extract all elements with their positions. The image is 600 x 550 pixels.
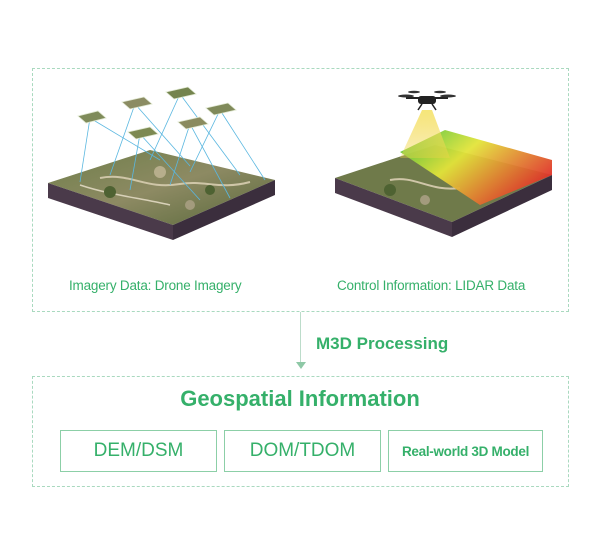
terrain-block-left — [48, 150, 275, 240]
input-data-panel — [32, 68, 569, 312]
imagery-scene — [48, 86, 275, 240]
product-3d-model: Real-world 3D Model — [388, 430, 543, 472]
lidar-scene — [335, 90, 552, 237]
output-title: Geospatial Information — [180, 386, 420, 411]
product-dom-tdom: DOM/TDOM — [224, 430, 381, 472]
projection-rays — [79, 93, 266, 201]
lidar-caption: Control Information: LIDAR Data — [337, 278, 526, 293]
output-panel — [32, 376, 569, 487]
imagery-caption: Imagery Data: Drone Imagery — [69, 278, 242, 293]
drone-icon — [398, 90, 456, 111]
product-dem-dsm: DEM/DSM — [60, 430, 217, 472]
down-arrow-icon — [296, 362, 306, 369]
process-arrow-line — [300, 312, 301, 364]
image-footprints — [77, 86, 237, 140]
processing-label: M3D Processing — [316, 334, 449, 353]
lidar-beam — [400, 110, 450, 158]
